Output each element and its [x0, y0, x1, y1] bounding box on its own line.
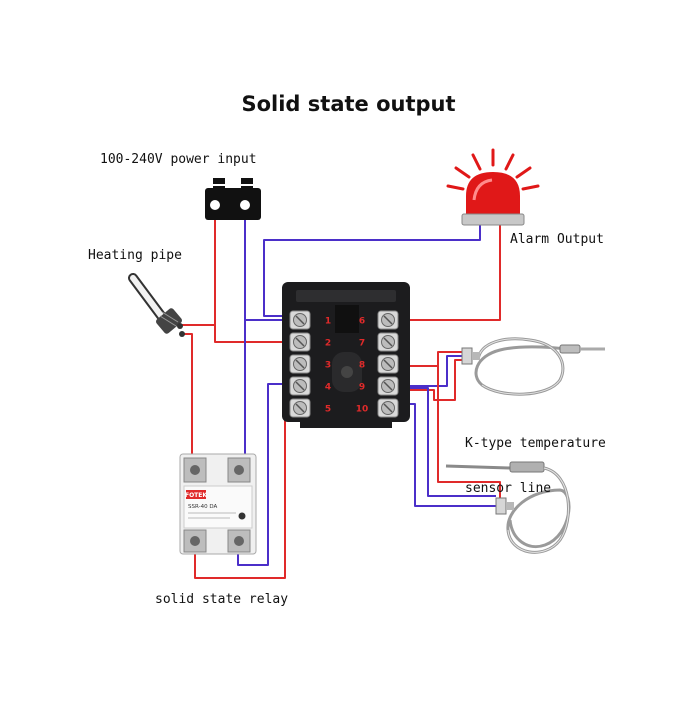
terminal-label-2: 2	[325, 339, 331, 349]
terminal-7: 7	[359, 332, 399, 352]
k-type-sensor-2-icon	[445, 461, 571, 554]
temperature-controller: 1 2 3 4 5 6 7 8 9 10	[282, 282, 410, 428]
k-type-sensor-1-icon	[461, 337, 605, 396]
terminal-8: 8	[359, 354, 399, 374]
label-alarm-output: Alarm Output	[510, 232, 604, 247]
terminal-1: 1	[289, 310, 331, 330]
wire-alarm-common	[263, 222, 481, 317]
terminal-3: 3	[289, 354, 331, 374]
terminal-label-9: 9	[359, 383, 365, 393]
wire-sensor1-red	[385, 351, 462, 367]
terminal-9: 9	[359, 376, 399, 396]
heating-pipe-icon	[128, 273, 185, 337]
wire-heater-to-ssr	[180, 333, 193, 468]
wire-ssr-to-terminal-4	[237, 383, 305, 566]
terminal-4: 4	[289, 376, 331, 396]
label-solid-state-relay: solid state relay	[155, 592, 289, 607]
terminal-label-3: 3	[325, 361, 331, 371]
terminal-6: 6	[359, 310, 399, 330]
diagram-title: Solid state output	[241, 92, 456, 116]
label-k-type-sensor-line-1: K-type temperature	[465, 436, 606, 451]
wire-sensor1-red-b	[385, 359, 464, 401]
label-k-type-sensor: K-type temperature sensor line	[465, 406, 606, 526]
ssr-model: SSR-40 DA	[188, 504, 217, 510]
power-input-battery-icon	[205, 178, 261, 220]
label-power-input: 100-240V power input	[100, 152, 257, 167]
terminal-label-4: 4	[325, 383, 331, 393]
terminal-label-6: 6	[359, 317, 365, 327]
terminal-label-7: 7	[359, 339, 365, 349]
solid-state-relay: FOTEK SSR-40 DA	[179, 453, 257, 555]
terminal-label-1: 1	[325, 317, 331, 327]
ssr-brand: FOTEK	[185, 492, 207, 499]
terminal-label-5: 5	[325, 405, 331, 415]
wire-sensor1-purple-a	[385, 355, 462, 387]
wire-sensor2-purple-b	[398, 387, 496, 497]
wire-power-to-heater	[180, 210, 216, 326]
alarm-light-icon	[446, 148, 540, 226]
label-k-type-sensor-line-2: sensor line	[465, 481, 552, 496]
wires	[180, 210, 501, 579]
label-heating-pipe: Heating pipe	[88, 248, 182, 263]
controller-terminals: 1 2 3 4 5 6 7 8 9 10	[289, 310, 399, 418]
terminal-label-10: 10	[356, 405, 369, 415]
wire-heater-junction-to-terminal-2	[214, 325, 310, 343]
terminal-label-8: 8	[359, 361, 365, 371]
wire-sensor2-red	[420, 365, 501, 500]
terminal-5: 5	[289, 398, 331, 418]
wire-terminal-6-to-alarm	[388, 222, 501, 321]
terminal-10: 10	[356, 398, 399, 418]
terminal-2: 2	[289, 332, 331, 352]
